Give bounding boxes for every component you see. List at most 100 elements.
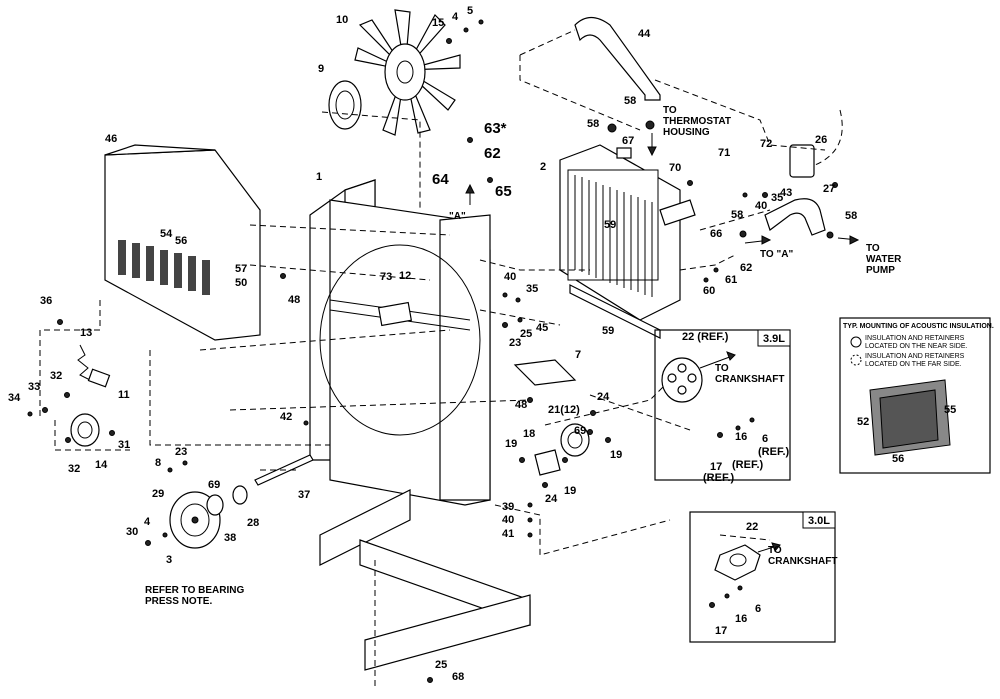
legend-far-2: LOCATED ON THE FAR SIDE. (865, 361, 962, 368)
callout: 8 (155, 457, 161, 469)
crankshaft-adapter-30L (714, 544, 761, 581)
mounting-plate (513, 359, 577, 386)
callout: 5 (467, 5, 473, 17)
callout: 45 (536, 322, 548, 334)
callout: 10 (336, 14, 348, 26)
callout: 40 (502, 514, 514, 526)
callout: 37 (298, 489, 310, 501)
callout: 65 (495, 183, 512, 200)
callout: 23 (175, 446, 187, 458)
callout: 13 (80, 327, 92, 339)
callout: 42 (280, 411, 292, 423)
callout: 64 (432, 171, 449, 188)
engine-39-label: 3.9L (763, 333, 785, 345)
callout: 35 (526, 283, 538, 295)
callout: 19 (610, 449, 622, 461)
upper-radiator-hose (574, 16, 661, 101)
callout: 48 (288, 294, 300, 306)
callout: (REF.) (758, 446, 790, 458)
callout: 56 (175, 235, 187, 247)
callout: 17 (710, 461, 722, 473)
callout: 2 (540, 161, 546, 173)
radiator-outlet-pipe (659, 199, 696, 226)
callout: 44 (638, 28, 651, 40)
crankshaft-pulley-39L (661, 357, 703, 403)
callout: 67 (622, 135, 634, 147)
note-a: "A" (449, 211, 466, 222)
legend-near-1: INSULATION AND RETAINERS (865, 335, 965, 342)
callout: 24 (597, 391, 610, 403)
assembly-leader-lines (39, 29, 843, 556)
callout: 54 (160, 228, 173, 240)
legend-far-1: INSULATION AND RETAINERS (865, 353, 965, 360)
callout-notes: TO THERMOSTAT HOUSING TO WATER PUMP TO "… (145, 105, 902, 607)
fan-drive-bracket (377, 301, 413, 327)
radiator-cap (616, 147, 632, 159)
note-to-thermostat-1: TO (663, 105, 677, 116)
callout: 17 (715, 625, 727, 637)
panel-vents (118, 240, 210, 295)
callout: 4 (144, 516, 151, 528)
callout: 35 (771, 192, 783, 204)
callout: 7 (575, 349, 581, 361)
note-to-crankshaft-39b: CRANKSHAFT (715, 374, 784, 385)
callout: 22 (REF.) (682, 331, 729, 343)
access-panel (104, 144, 261, 341)
callout: 70 (669, 162, 681, 174)
legend-title: TYP. MOUNTING OF ACOUSTIC INSULATION. (843, 323, 994, 330)
callout: 58 (624, 95, 636, 107)
callout: 27 (823, 183, 835, 195)
note-to-water-pump-2: WATER (866, 254, 902, 265)
callout: 6 (762, 433, 768, 445)
note-to-crankshaft-30b: CRANKSHAFT (768, 556, 837, 567)
callout: 69 (574, 425, 586, 437)
callout: 63* (484, 120, 507, 137)
radiator (559, 144, 696, 339)
callout: 57 (235, 263, 247, 275)
callout: 19 (505, 438, 517, 450)
tensioner-spring (77, 344, 91, 381)
callout: 58 (845, 210, 857, 222)
note-to-thermostat-2: THERMOSTAT (663, 116, 731, 127)
callout: 72 (760, 138, 772, 150)
idler-pulley (70, 413, 100, 447)
note-refer-2: PRESS NOTE. (145, 596, 212, 607)
radiator-frame (309, 179, 491, 506)
callout: 1 (316, 171, 322, 183)
callout: 6 (755, 603, 761, 615)
callout: 11 (118, 389, 130, 401)
callout: 48 (515, 399, 527, 411)
coolant-overflow-bottle (789, 144, 815, 178)
callout: 31 (118, 439, 130, 451)
callout: 56 (892, 453, 904, 465)
callout: 3 (166, 554, 172, 566)
callout: 59 (604, 219, 616, 231)
fan-assembly (328, 9, 484, 136)
callout: 22 (746, 521, 758, 533)
callout: (REF.) (732, 459, 764, 471)
note-to-crankshaft-39a: TO (715, 363, 729, 374)
callout: 52 (857, 416, 869, 428)
note-to-thermostat-3: HOUSING (663, 127, 710, 138)
water-pump-pulley (534, 423, 590, 476)
engine-30-box (689, 511, 836, 643)
callout: 23 (509, 337, 521, 349)
callout: 62 (484, 145, 501, 162)
callout: 40 (504, 271, 516, 283)
callout: 46 (105, 133, 117, 145)
fasteners (27, 120, 923, 683)
callout: 50 (235, 277, 247, 289)
note-to-water-pump-1: TO (866, 243, 880, 254)
callout: 43 (780, 187, 792, 199)
callout: 40 (755, 200, 767, 212)
callout: 32 (50, 370, 62, 382)
callout: 34 (8, 392, 21, 404)
callout: 66 (710, 228, 722, 240)
callout: 25 (435, 659, 447, 671)
callout: 28 (247, 517, 259, 529)
note-to-water-pump-3: PUMP (866, 265, 895, 276)
engine-30-label: 3.0L (808, 515, 830, 527)
lower-radiator-hose (764, 198, 826, 236)
callout: 16 (735, 613, 747, 625)
